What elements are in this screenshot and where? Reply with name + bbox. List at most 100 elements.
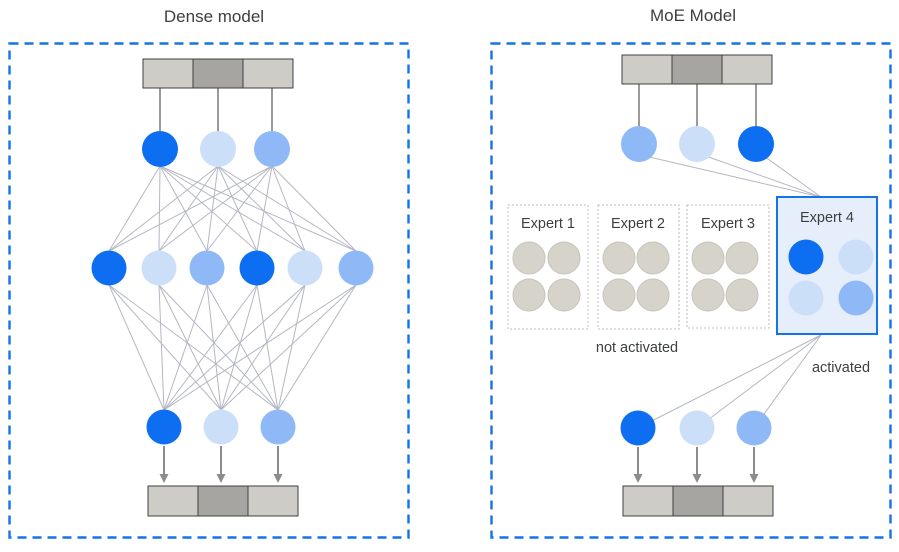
dense-output-arrows <box>159 446 283 483</box>
bar-segment <box>147 485 199 517</box>
mesh-line <box>277 284 357 411</box>
expert4-box: Expert 4 <box>776 196 878 335</box>
neuron-node <box>203 409 239 445</box>
expert-node <box>691 278 725 312</box>
mesh-line <box>220 284 258 411</box>
expert-node <box>512 241 546 275</box>
mesh-line <box>158 165 219 252</box>
mesh-line <box>108 284 279 411</box>
neuron-node <box>738 126 774 162</box>
expert-node <box>838 280 874 316</box>
mesh-line <box>158 284 222 411</box>
neuron-node <box>679 410 715 446</box>
neuron-node <box>142 131 178 167</box>
expert-node <box>547 278 581 312</box>
not-activated-label: not activated <box>596 340 678 356</box>
mesh-line <box>159 165 357 252</box>
mesh-line <box>163 284 357 411</box>
mesh-line <box>159 165 208 252</box>
mesh-line <box>108 165 273 252</box>
mesh-line <box>158 165 161 252</box>
expert-node <box>838 239 874 275</box>
dense-output-bar <box>147 485 299 517</box>
expert-label: Expert 4 <box>800 210 854 226</box>
neuron-node <box>260 409 296 445</box>
mesh-line <box>108 284 165 411</box>
moe-router-layer <box>621 126 774 162</box>
neuron-node <box>200 131 236 167</box>
mesh-line <box>206 284 279 411</box>
mesh-line <box>206 165 273 252</box>
bar-segment <box>192 58 244 89</box>
bar-segment <box>672 485 724 517</box>
dense-mesh-layer1 <box>108 165 357 252</box>
neuron-node <box>621 126 657 162</box>
mesh-line <box>159 165 306 252</box>
neuron-node <box>679 126 715 162</box>
expert-node <box>636 278 670 312</box>
neuron-node <box>189 250 225 286</box>
dense-output-layer <box>146 409 296 445</box>
mesh-line <box>271 165 306 252</box>
moe-input-bar <box>621 54 773 85</box>
neuron-node <box>239 250 275 286</box>
mesh-line <box>256 165 273 252</box>
mesh-line <box>158 165 273 252</box>
route-line <box>637 334 822 429</box>
expert-node <box>636 241 670 275</box>
mesh-line <box>206 165 219 252</box>
mesh-line <box>217 165 357 252</box>
neuron-node <box>141 250 177 286</box>
moe-output-bar <box>622 485 774 517</box>
bar-segment <box>142 58 194 89</box>
mesh-line <box>163 284 258 411</box>
mesh-line <box>108 165 219 252</box>
mesh-line <box>271 165 357 252</box>
bar-segment <box>247 485 299 517</box>
bar-segment <box>671 54 723 85</box>
expert-node <box>725 241 759 275</box>
neuron-node <box>287 250 323 286</box>
mesh-line <box>220 284 306 411</box>
mesh-line <box>158 284 165 411</box>
moe-output-layer <box>620 410 772 446</box>
dense-model-title: Dense model <box>164 7 264 26</box>
expert-label: Expert 2 <box>611 216 665 232</box>
moe-model-title: MoE Model <box>650 6 736 25</box>
bar-segment <box>621 54 673 85</box>
mesh-line <box>163 284 306 411</box>
activated-label: activated <box>812 360 870 376</box>
bar-segment <box>722 485 774 517</box>
neuron-node <box>338 250 374 286</box>
expert-node <box>788 280 824 316</box>
expert-node <box>602 278 636 312</box>
mesh-line <box>108 165 161 252</box>
route-line <box>753 334 822 429</box>
route-line <box>644 155 822 198</box>
neuron-node <box>91 250 127 286</box>
mesh-line <box>163 284 208 411</box>
dense-mesh-layer2 <box>108 284 357 411</box>
mesh-line <box>159 165 258 252</box>
route-line <box>760 153 822 198</box>
bar-segment <box>242 58 294 89</box>
neuron-node <box>146 409 182 445</box>
mesh-line <box>217 165 258 252</box>
dense-hidden-layer <box>91 250 374 286</box>
expert-node <box>725 278 759 312</box>
moe-output-arrows <box>633 447 759 483</box>
mesh-line <box>277 284 306 411</box>
mesh-line <box>256 284 279 411</box>
dense-input-bar <box>142 58 294 89</box>
router-to-expert4-lines <box>644 153 822 198</box>
bar-segment <box>721 54 773 85</box>
dense-panel-border <box>8 42 410 539</box>
route-line <box>696 334 822 429</box>
mesh-line <box>220 284 357 411</box>
neuron-node <box>254 131 290 167</box>
expert4-to-output-lines <box>637 334 822 429</box>
mesh-line <box>158 284 279 411</box>
expert1-box: Expert 1 <box>507 204 589 330</box>
bar-segment <box>197 485 249 517</box>
route-line <box>702 154 822 198</box>
